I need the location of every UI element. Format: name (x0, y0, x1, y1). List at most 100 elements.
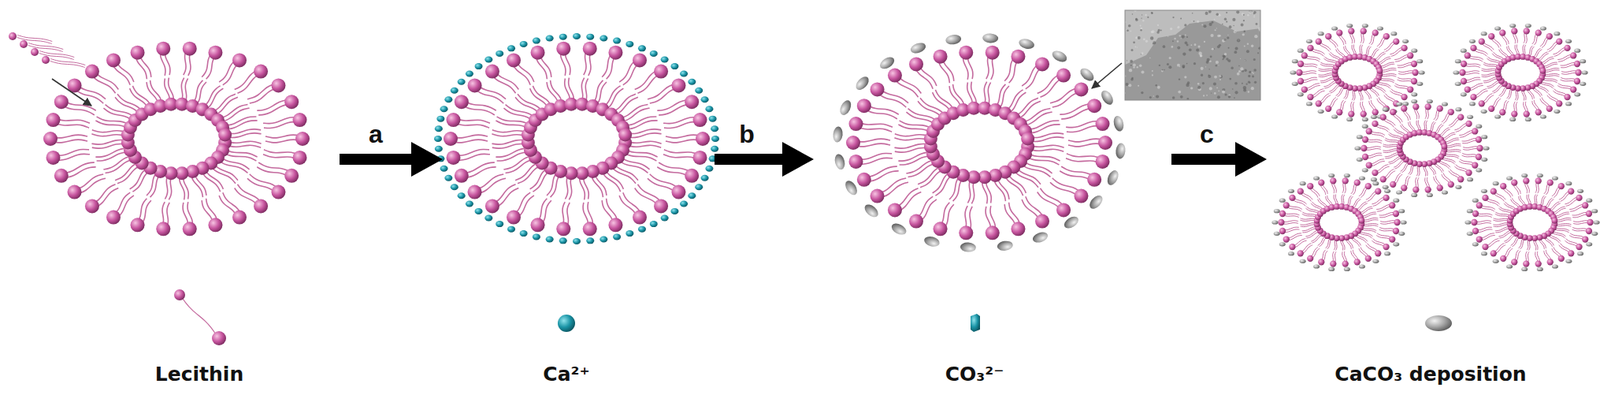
micrograph-grain (1143, 37, 1146, 41)
calcium-ion (450, 183, 459, 190)
lipid-head (1481, 194, 1489, 201)
lipid-head (1325, 105, 1332, 112)
micrograph-grain (1196, 20, 1200, 23)
calcium-ion (710, 125, 719, 132)
caco3-particle (1441, 189, 1448, 194)
lipid-head (1574, 77, 1581, 85)
lipid-head (8, 32, 17, 41)
lipid-head (1336, 29, 1343, 37)
lipid-head (1087, 98, 1102, 113)
lipid-head (1425, 185, 1432, 193)
lipid-head (608, 45, 623, 60)
lipid-head (846, 135, 861, 150)
lipid-head (1475, 153, 1482, 160)
process-arrow (714, 141, 814, 177)
micrograph-grain (1151, 70, 1154, 72)
lipid-head (1380, 114, 1387, 121)
micrograph-grain (1206, 60, 1210, 64)
micrograph-grain (1221, 23, 1224, 26)
lipid-head (671, 77, 686, 93)
lipid-head (1476, 201, 1483, 208)
caco3-particle (1540, 114, 1547, 119)
lipid-head (1499, 29, 1506, 37)
lipid-head (1581, 235, 1589, 242)
lipid-head (106, 52, 121, 67)
lipid-head (933, 49, 948, 64)
micrograph-grain (1191, 12, 1194, 15)
calcium-ion (586, 237, 594, 244)
caco3-particle (1077, 66, 1096, 84)
caco3-particle (1098, 88, 1116, 107)
micrograph-grain (1182, 51, 1186, 56)
micrograph-grain (1224, 18, 1227, 21)
lipid-heads (43, 41, 310, 237)
calcium-ion (679, 200, 688, 207)
calcium-ion (545, 34, 554, 41)
lipid-head (1406, 85, 1414, 93)
lipid-head (19, 40, 28, 49)
micrograph-grain (1154, 84, 1158, 87)
micrograph-grain (1190, 86, 1193, 90)
caco3-particle (1288, 189, 1295, 194)
micrograph-grain (1163, 69, 1165, 71)
lipid-head (1447, 108, 1455, 116)
calcium-ion (465, 70, 474, 78)
lipid-head (1392, 38, 1400, 45)
caco3-particle (1410, 193, 1418, 197)
lipid-head (1010, 49, 1025, 64)
lipid-head (1410, 60, 1418, 67)
micrograph-grain (1213, 75, 1218, 79)
lipid-tails (50, 48, 303, 230)
micrograph-grain (1184, 75, 1187, 78)
lipid-head (106, 210, 121, 225)
caco3-particle (1328, 267, 1335, 271)
caco3-particle (1331, 114, 1338, 119)
caco3-particle (1460, 92, 1467, 97)
lipid-head (1411, 69, 1419, 76)
caco3-particle (1492, 181, 1500, 186)
micrograph-grain (1155, 94, 1159, 98)
calcium-ion (638, 226, 646, 233)
caco3-particle (1400, 219, 1407, 224)
lipid-head (1095, 154, 1110, 169)
lipid-head (1087, 172, 1102, 187)
lipid-head (1400, 105, 1407, 112)
lipid-head (1306, 93, 1314, 101)
lipid-head (1472, 210, 1479, 217)
micrograph-grain (1191, 20, 1192, 22)
caco3-particle (1536, 173, 1544, 178)
lipid-head (1412, 103, 1419, 110)
caco3-particle (1087, 193, 1105, 212)
lipid-head (1488, 105, 1495, 112)
step-letter: c (1199, 119, 1214, 149)
calcium-ion (701, 174, 710, 182)
caco3-particle (1464, 219, 1471, 224)
caco3-particle (1509, 23, 1516, 28)
micrograph-grain (1248, 70, 1252, 74)
lipid-head (1400, 93, 1407, 101)
micrograph-grain (1140, 70, 1144, 74)
micrograph-grain (1141, 14, 1143, 15)
lipid-tails (1473, 180, 1590, 264)
calcium-ion (465, 200, 474, 207)
lipid-head (1471, 161, 1478, 168)
micrograph-grain (1130, 48, 1133, 52)
lipid-head (1585, 227, 1593, 234)
micrograph-grain (1216, 86, 1218, 89)
micrograph-grain (1176, 40, 1179, 42)
lipid-head (1366, 161, 1373, 168)
legend-text: Ca²⁺ (542, 362, 590, 386)
lipid-head (1392, 227, 1400, 234)
lipid-head (653, 64, 669, 79)
caco3-particle (1553, 109, 1560, 114)
micrograph-grain (1247, 14, 1249, 16)
micrograph-grain (1128, 24, 1132, 28)
lipid-head (693, 112, 708, 127)
caco3-particle (1581, 70, 1589, 75)
caco3-particle (1553, 31, 1560, 36)
lipid-head (1306, 44, 1314, 52)
lipid-head (1575, 194, 1582, 201)
micrograph-grain (1236, 10, 1240, 14)
calcium-ion (434, 125, 443, 132)
caco3-particle (877, 54, 896, 71)
